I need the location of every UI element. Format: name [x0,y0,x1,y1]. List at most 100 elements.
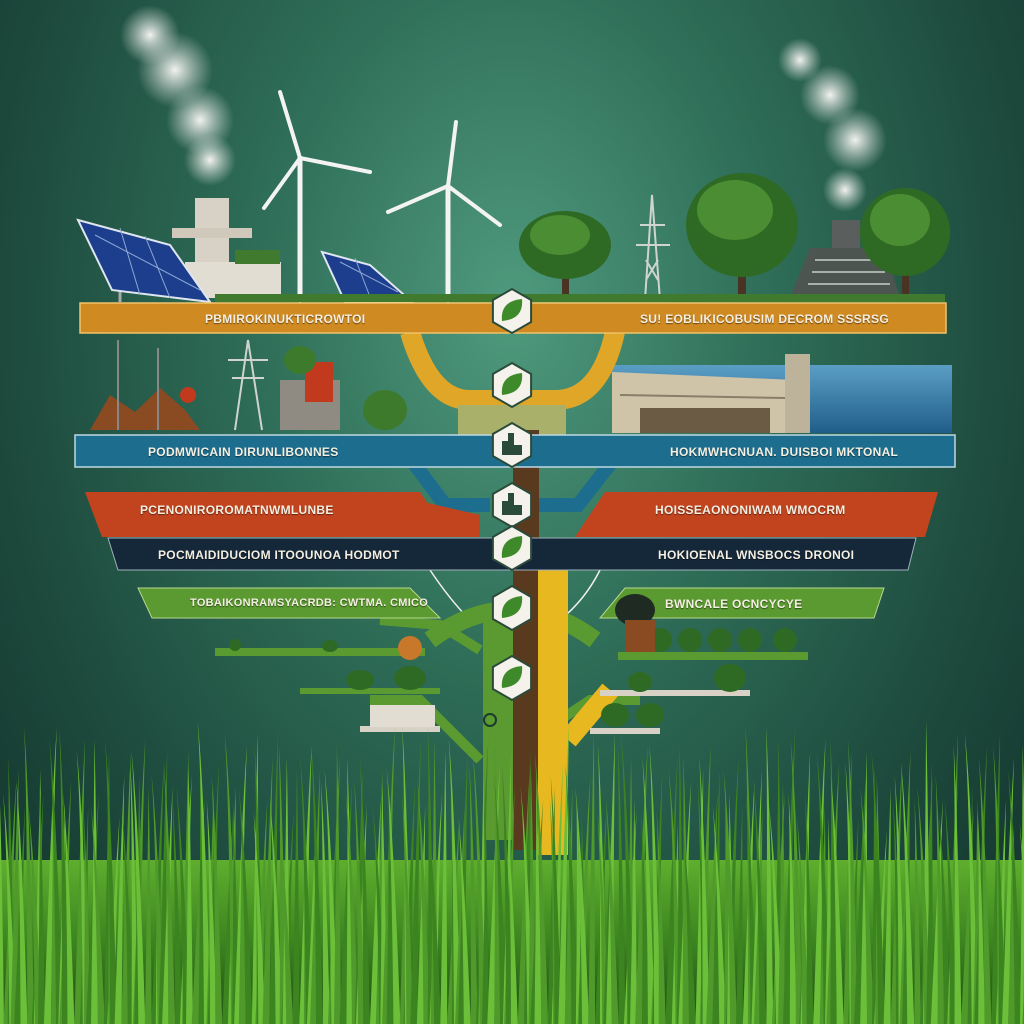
grass-blade [410,739,422,1024]
grass-blade [944,799,958,1024]
grass-blade [59,727,70,1024]
grass-blade [978,757,992,1024]
grass-blade [386,793,394,1024]
grass-blade [712,769,720,1024]
grass-blade [723,769,738,1024]
transmission-tower [636,194,670,301]
smoke-right [778,38,887,212]
city-icon [491,481,533,529]
factory-icon [491,421,533,469]
grass-blade [603,787,614,1024]
grass-blade [938,811,951,1024]
grass-blade [38,781,46,1024]
grass-blade [575,787,590,1024]
hex-icons [491,287,533,702]
grass-blade [359,757,371,1024]
band-red-right [575,492,938,537]
grass-blade [482,817,490,1024]
grass-blade [899,751,911,1024]
grass-blade [682,823,696,1024]
grass-blade [813,739,826,1024]
grass-blade [706,793,718,1024]
grass-blade [682,757,690,1024]
grass-blade [753,781,767,1024]
grass-blade [163,763,176,1024]
sub-shelves [215,594,808,734]
grass-blade [534,751,549,1024]
grass-blade [712,805,727,1024]
grass-blade [635,745,648,1024]
grass-blade [63,793,75,1024]
grass-blade [28,805,42,1024]
grass-blade [588,733,596,1024]
band-1-left-label: PBMIROKINUKTICROWTOI [205,312,366,326]
grass-blade [0,805,4,1024]
grass-blade [699,757,710,1024]
grass-blade [830,775,844,1024]
sprout-icon [491,524,533,572]
grass-blade [883,787,891,1024]
grass-blade [386,769,401,1024]
industrial-scene-left [90,339,407,431]
band-2-right-label: HOKMWHCNUAN. DUISBOI MKTONAL [670,445,899,459]
grass-blade [144,787,152,1024]
grass-blade [550,775,562,1024]
grass-blade [122,817,135,1024]
grass-blade [860,787,875,1024]
tree-2 [686,173,798,300]
grass-blade [14,805,26,1024]
tree-1 [519,211,611,302]
grass-blade [334,745,342,1024]
grass-blade [10,769,19,1024]
grass-blade [91,739,99,1024]
grass-blade [642,757,655,1024]
grass-blade [186,763,194,1024]
band-5-right-label: BWNCALE OCNCYCYE [665,597,803,611]
wind-turbine-1 [262,90,372,303]
grass-blade [620,733,635,1024]
band-green-right [598,587,885,619]
band-4-left-label: POCMAIDIDUCIOM ITOOUNOA HODMOT [158,548,400,562]
band-green-left [137,587,442,619]
grass-blade [238,787,253,1024]
grass-blade [790,739,803,1024]
grass-blade [211,775,223,1024]
hydro-dam-photo [612,354,952,433]
grass-blade [641,811,650,1024]
grass-blade [1019,745,1024,1024]
grass-blade [788,793,797,1024]
grass-blade [766,727,774,1024]
grass-blade [830,739,838,1024]
grass-blade [197,721,211,1024]
band-1-right-label: SU! EOBLIKICOBUSIM DECROM SSSRSG [640,312,889,326]
grass-blade [440,751,448,1024]
grass-blade [279,823,294,1024]
grass-blade [90,805,105,1024]
grass-blade [534,775,542,1024]
grass-blade [320,781,330,1024]
grass-blade [292,769,300,1024]
grass-blade [847,739,858,1024]
grass-blade [206,799,218,1024]
grass-blade [1019,823,1024,919]
grass-blade [796,817,810,1024]
grass-blade [665,757,678,1024]
grass-blade [1007,769,1022,1024]
grass-blade [74,739,86,1024]
grass-blade [914,799,922,1024]
grass-blade [345,793,359,1024]
grass-blade [930,799,944,1024]
band-3-left-label: PCENONIROROMATNWMLUNBE [140,503,334,517]
grass-blade [24,727,35,1024]
grass-blade [860,751,868,1024]
band-5-left-label: TOBAIKONRAMSYACRDB: CWTMA. CMICO [190,597,429,609]
tree-3 [860,188,950,300]
grass-blade [517,775,530,1024]
grass-blade [253,811,266,1024]
grass-blade [417,781,431,1024]
grass-blade [114,775,125,1024]
grass-blade [565,763,579,1024]
grass-blade [493,775,507,1024]
grass-blade [605,799,619,1024]
